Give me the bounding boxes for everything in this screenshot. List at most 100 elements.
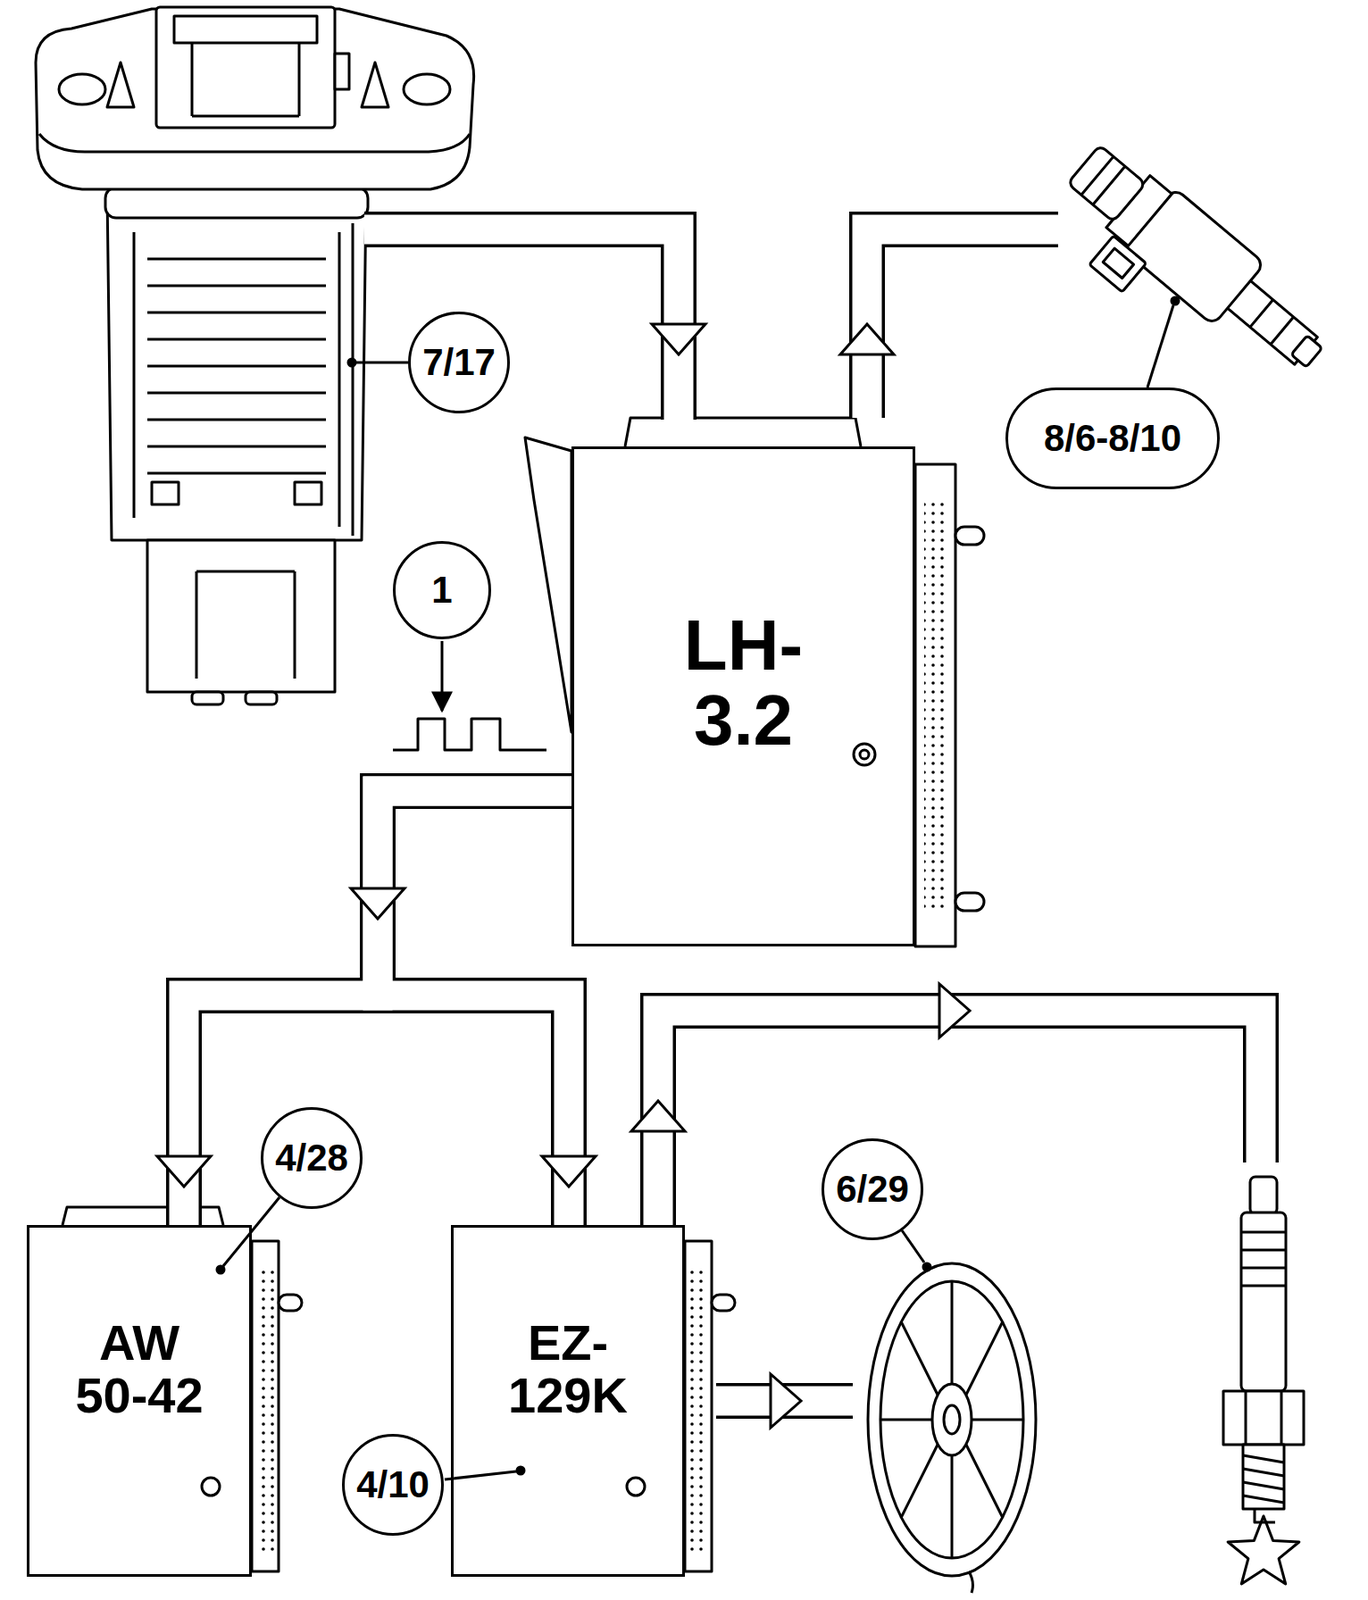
arrow-head bbox=[840, 324, 894, 355]
fan-hub bbox=[932, 1384, 972, 1456]
callout-text: 4/10 bbox=[356, 1465, 430, 1505]
pin-strip bbox=[251, 1241, 279, 1572]
callout-number: 8/6-8/10 bbox=[1005, 387, 1220, 490]
pulse-signal bbox=[392, 718, 547, 751]
sensor-body bbox=[107, 191, 367, 541]
callout-number: 4/10 bbox=[342, 1434, 444, 1536]
arrow-head bbox=[542, 1156, 596, 1187]
arrow-head bbox=[939, 984, 970, 1038]
leader-line bbox=[444, 1471, 517, 1480]
arrow-head bbox=[157, 1156, 211, 1187]
flange-hole bbox=[403, 74, 451, 105]
callout-text: 4/28 bbox=[275, 1138, 349, 1178]
fan-wire bbox=[968, 1571, 973, 1594]
sensor-lower-part bbox=[147, 540, 335, 693]
flange-web bbox=[107, 62, 134, 108]
leader-dot bbox=[348, 358, 356, 367]
callout-number: 6/29 bbox=[821, 1138, 924, 1241]
control-unit: LH- 3.2 bbox=[571, 446, 916, 947]
sensor-clip bbox=[151, 482, 179, 505]
housing-lip bbox=[625, 417, 861, 447]
callout-number: 7/17 bbox=[408, 311, 510, 414]
connector-outline-group bbox=[183, 791, 572, 1226]
unit-name: AW 50-42 bbox=[71, 1317, 208, 1423]
spark-star bbox=[1227, 1516, 1300, 1585]
pin-field bbox=[924, 500, 947, 911]
mount-knob bbox=[711, 1294, 735, 1311]
injector-tip bbox=[1291, 335, 1323, 368]
callout-number: 4/28 bbox=[260, 1107, 363, 1210]
signal-channel bbox=[658, 1010, 1261, 1226]
arrow-head bbox=[350, 888, 405, 919]
flange-hole bbox=[58, 74, 106, 105]
leader-line bbox=[901, 1230, 925, 1263]
arrow-head bbox=[631, 1101, 685, 1132]
housing-screw bbox=[859, 750, 869, 760]
mount-knob bbox=[278, 1294, 302, 1311]
sensor-clip bbox=[294, 482, 322, 505]
plug-hex bbox=[1223, 1391, 1304, 1445]
sensor-connector bbox=[156, 7, 335, 128]
signal-connector bbox=[377, 791, 572, 1226]
plug-electrode bbox=[1254, 1509, 1276, 1523]
fan-guard bbox=[880, 1281, 1024, 1559]
fan-rim bbox=[867, 1263, 1036, 1577]
housing-screw bbox=[201, 1477, 220, 1496]
pin-strip bbox=[915, 464, 956, 947]
callout-text: 6/29 bbox=[835, 1169, 910, 1210]
sensor-ribs bbox=[133, 223, 353, 536]
inlet-ring bbox=[1081, 156, 1126, 205]
arrow-head bbox=[770, 1374, 801, 1428]
connector-pins bbox=[174, 16, 317, 43]
signal-connector-inner bbox=[183, 791, 572, 1226]
signal-connector bbox=[183, 791, 572, 1226]
leader-dot bbox=[1171, 297, 1179, 305]
fan-spokes bbox=[880, 1281, 1024, 1559]
callout-text: 7/17 bbox=[422, 342, 496, 383]
connector-inner-group bbox=[183, 791, 572, 1226]
callout-text: 8/6-8/10 bbox=[1043, 418, 1182, 459]
connector-heads bbox=[542, 1156, 596, 1187]
connector-latch bbox=[334, 53, 350, 90]
signal-connector-inner bbox=[377, 791, 572, 1226]
fan-hub bbox=[943, 1405, 960, 1435]
hex-edge bbox=[1245, 1391, 1282, 1445]
sensor-foot bbox=[191, 692, 224, 705]
plug-terminal bbox=[1250, 1176, 1277, 1215]
signal-channel bbox=[364, 229, 679, 420]
pin-field bbox=[690, 1267, 709, 1554]
leader-dot bbox=[517, 1467, 525, 1475]
connector-head-group bbox=[157, 888, 596, 1187]
arrow-head bbox=[651, 324, 706, 355]
flange-edge bbox=[39, 133, 470, 152]
flange-web bbox=[361, 62, 389, 108]
mount-knob bbox=[955, 526, 985, 545]
callout-number: 1 bbox=[392, 541, 492, 640]
mount-knob bbox=[955, 892, 985, 911]
leader-dot bbox=[923, 1263, 931, 1271]
signal-channel-inner bbox=[658, 1010, 1261, 1226]
injector-plug bbox=[1089, 235, 1147, 292]
leader-line bbox=[355, 361, 409, 365]
unit-name: EZ- 129K bbox=[504, 1317, 632, 1423]
thread-lines bbox=[1242, 1455, 1285, 1503]
housing-bracket bbox=[525, 437, 572, 733]
leader-dot bbox=[216, 1266, 225, 1274]
plug-thread bbox=[1242, 1444, 1285, 1510]
sensor-ring bbox=[105, 187, 368, 218]
unit-name: LH- 3.2 bbox=[680, 608, 808, 759]
connector-heads bbox=[157, 888, 405, 1187]
housing-screw bbox=[626, 1477, 645, 1496]
sensor-fins bbox=[147, 258, 326, 474]
leader-line bbox=[1147, 305, 1174, 388]
pin-strip bbox=[684, 1241, 712, 1572]
sensor-detail bbox=[196, 571, 295, 679]
pin-field bbox=[257, 1267, 276, 1554]
sensor-foot bbox=[245, 692, 277, 705]
plug-insulator bbox=[1241, 1212, 1286, 1392]
signal-channel-inner bbox=[364, 229, 679, 420]
signal-channel-inner bbox=[867, 229, 1059, 418]
injector-inlet bbox=[1067, 144, 1146, 222]
housing-screw bbox=[853, 743, 876, 766]
plug-socket bbox=[1102, 248, 1134, 278]
